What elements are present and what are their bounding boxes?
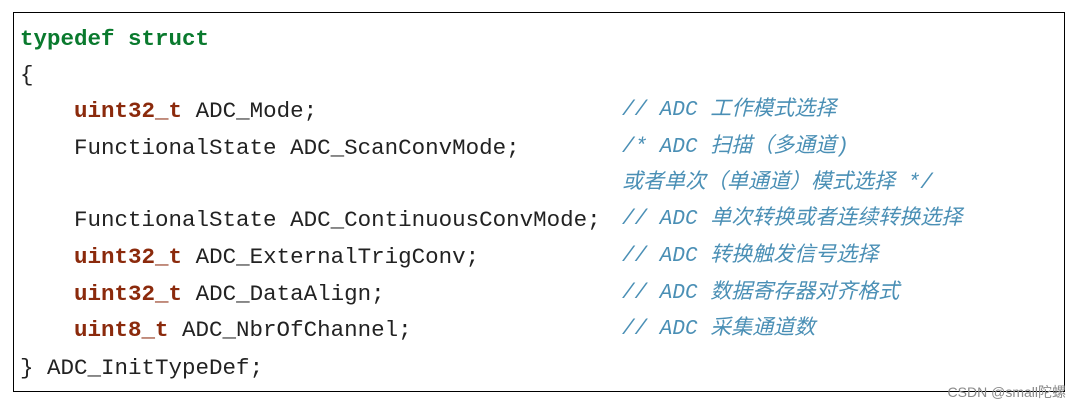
field-name: ADC_Mode; <box>195 98 318 124</box>
typedef-name: ADC_InitTypeDef; <box>47 355 264 381</box>
code-line-field: uint32_t ADC_DataAlign; <box>20 279 385 309</box>
field-type: uint8_t <box>74 317 169 343</box>
code-line-field: FunctionalState ADC_ScanConvMode; <box>20 133 520 163</box>
field-name: ADC_ExternalTrigConv; <box>195 244 480 270</box>
field-comment: // ADC 工作模式选择 <box>622 99 837 122</box>
code-line-field: uint32_t ADC_ExternalTrigConv; <box>20 242 479 272</box>
field-type: FunctionalState <box>74 207 277 233</box>
code-line-field: uint8_t ADC_NbrOfChannel; <box>20 315 412 345</box>
field-comment: // ADC 数据寄存器对齐格式 <box>622 282 900 305</box>
field-name: ADC_DataAlign; <box>195 281 385 307</box>
field-name: ADC_ContinuousConvMode; <box>290 207 601 233</box>
keyword-struct: struct <box>128 26 210 52</box>
keyword-typedef: typedef <box>20 26 115 52</box>
field-comment: // ADC 单次转换或者连续转换选择 <box>622 208 963 231</box>
code-line-field: uint32_t ADC_Mode; <box>20 96 317 126</box>
code-block <box>13 12 1065 392</box>
field-comment: /* ADC 扫描（多通道) <box>622 136 849 159</box>
field-comment: // ADC 转换触发信号选择 <box>622 245 879 268</box>
field-type: uint32_t <box>74 281 183 307</box>
field-type: uint32_t <box>74 98 183 124</box>
code-line-typedef: typedef struct <box>20 24 209 54</box>
open-brace: { <box>20 62 34 88</box>
field-name: ADC_ScanConvMode; <box>290 135 520 161</box>
watermark: CSDN @small陀螺 <box>947 384 1066 400</box>
close-brace: } <box>20 355 34 381</box>
field-comment-continuation: 或者单次（单通道）模式选择 */ <box>622 172 933 195</box>
code-line-field: FunctionalState ADC_ContinuousConvMode; <box>20 205 601 235</box>
field-name: ADC_NbrOfChannel; <box>182 317 412 343</box>
field-comment: // ADC 采集通道数 <box>622 318 816 341</box>
field-type: uint32_t <box>74 244 183 270</box>
field-type: FunctionalState <box>74 135 277 161</box>
code-line-close: } ADC_InitTypeDef; <box>20 353 263 383</box>
